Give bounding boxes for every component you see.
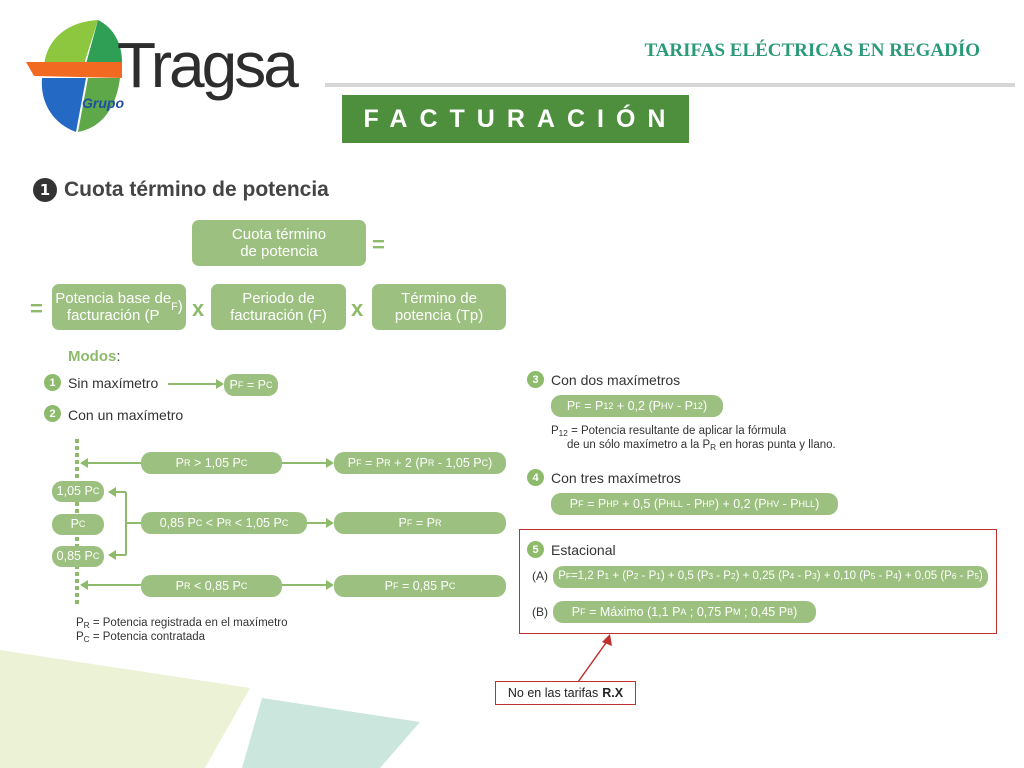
modo-5-label: Estacional xyxy=(551,542,616,558)
modo-3-badge: 3 xyxy=(527,371,544,388)
modo-4-label: Con tres maxímetros xyxy=(551,470,681,486)
equals-sign: = xyxy=(372,232,385,257)
factor-termino-box: Término de potencia (Tp) xyxy=(372,284,506,330)
header-divider xyxy=(325,83,1015,87)
decorative-footer-shapes xyxy=(0,650,420,768)
tragsa-logo-icon xyxy=(26,20,122,132)
modos-title: Modos: xyxy=(68,348,121,365)
formula-result-box: Cuota término de potencia xyxy=(192,220,366,266)
brand-name: Tragsa xyxy=(117,29,299,101)
legend-notes: PR = Potencia registrada en el maxímetro… xyxy=(76,617,288,644)
modo-1-badge: 1 xyxy=(44,374,61,391)
modo-1-arrow xyxy=(168,379,224,389)
section-banner: FACTURACIÓN xyxy=(342,95,689,143)
modo-5-badge: 5 xyxy=(527,541,544,558)
section-number-badge: 1 xyxy=(33,178,57,202)
modo-2-badge: 2 xyxy=(44,405,61,422)
modo-3-note: P12 = Potencia resultante de aplicar la … xyxy=(551,425,836,452)
callout-arrow xyxy=(577,634,612,683)
equals-sign-left: = xyxy=(30,296,43,321)
times-sign-2: x xyxy=(351,296,364,321)
modo-1-label: Sin maxímetro xyxy=(68,375,159,391)
modo-2-label: Con un maxímetro xyxy=(68,407,184,423)
section-title: Cuota término de potencia xyxy=(64,178,329,201)
brand-subtitle: Grupo xyxy=(82,95,124,111)
modo-3-label: Con dos maxímetros xyxy=(551,372,681,388)
option-b-label: (B) xyxy=(532,605,548,619)
factor-periodo-box: Periodo de facturación (F) xyxy=(211,284,346,330)
modo-5-highlight-frame xyxy=(519,529,997,634)
times-sign-1: x xyxy=(192,296,205,321)
option-a-label: (A) xyxy=(532,569,548,583)
page-header-title: TARIFAS ELÉCTRICAS EN REGADÍO xyxy=(644,40,980,61)
modo-4-badge: 4 xyxy=(527,469,544,486)
